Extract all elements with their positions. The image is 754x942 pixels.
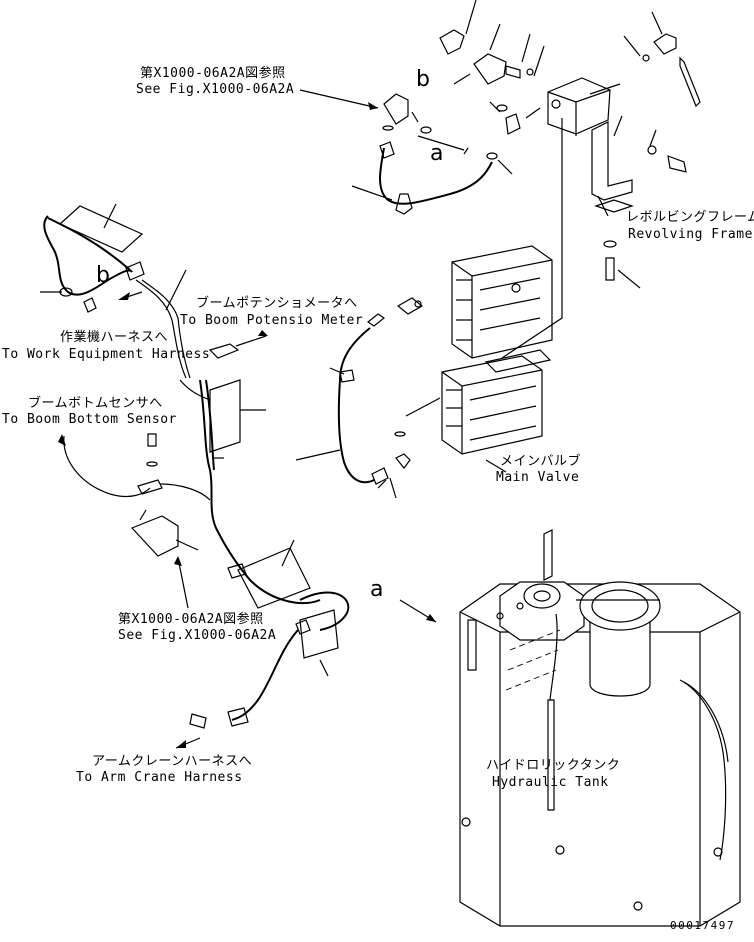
boom-bottom-en: To Boom Bottom Sensor [2,412,177,427]
revolving-frame-jp: レボルビングフレーム [626,210,754,225]
arm-crane-en: To Arm Crane Harness [76,770,243,785]
ref-arrowhead-top [368,102,378,110]
main-valve-jp: メインバルブ [500,454,582,469]
hyd-tank-en: Hydraulic Tank [492,775,609,790]
ref-top-en: See Fig.X1000-06A2A [136,82,295,97]
mark-b-top: b [416,67,431,92]
revolving-frame-en: Revolving Frame [628,227,753,242]
main-harness [175,379,350,749]
boom-pot-hose [295,297,424,499]
work-equip-jp: 作業機ハーネスへ [60,330,169,345]
top-fittings [351,0,701,289]
main-valve [394,118,563,473]
hydraulic-tank [459,529,741,927]
main-valve-en: Main Valve [496,470,580,485]
ref-bottom-en: See Fig.X1000-06A2A [118,628,277,643]
work-equip-en: To Work Equipment Harness [2,347,211,362]
ref-top-jp: 第X1000-06A2A図参照 [140,66,286,81]
boom-bottom-sensor [58,433,211,609]
arm-crane-jp: アームクレーンハーネスへ [92,754,253,769]
hyd-tank-jp: ハイドロリックタンク [486,758,621,773]
boom-bottom-jp: ブームボトムセンサへ [28,396,163,411]
mark-a-top: a [430,141,444,166]
mark-b-left: b [96,263,111,288]
ref-arrow-top [299,89,379,109]
arrowhead-a-tank [426,614,436,622]
ref-bottom-jp: 第X1000-06A2A図参照 [118,612,264,627]
mark-a-mid: a [370,577,384,602]
boom-pot-en: To Boom Potensio Meter [180,313,364,328]
work-equipment-harness [40,203,268,401]
drawing-number: 00017497 [670,919,735,932]
boom-pot-jp: ブームポテンショメータへ [196,296,358,311]
